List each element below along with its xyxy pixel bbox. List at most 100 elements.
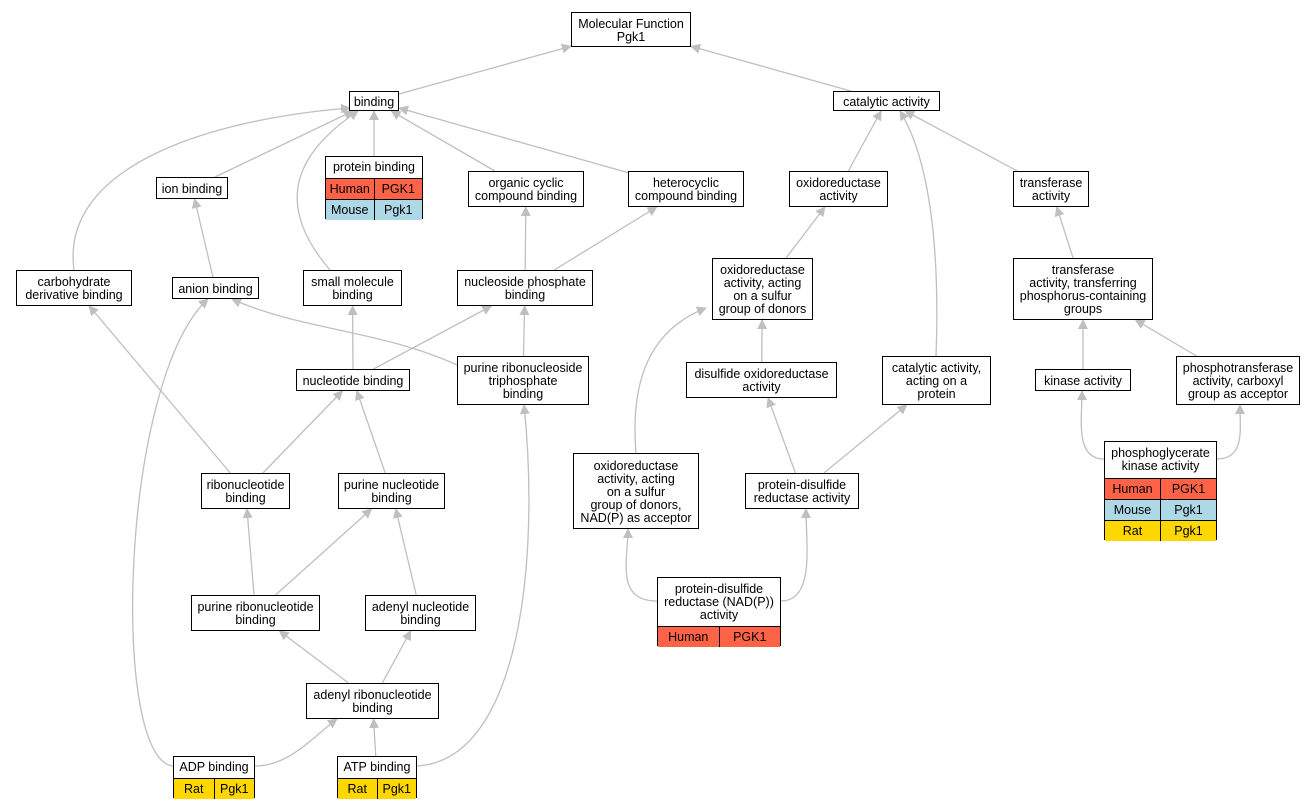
edge-transferase-to-catalytic bbox=[904, 110, 1018, 172]
node-label: kinase activity bbox=[1044, 373, 1122, 388]
node-label: carbohydrate derivative binding bbox=[25, 275, 123, 302]
node-oxido-sulfur: oxidoreductase activity, acting on a sul… bbox=[712, 258, 813, 320]
species-cell: Human bbox=[1112, 481, 1153, 496]
node-label: ribonucleotide binding bbox=[206, 478, 285, 505]
node-purine-nt: purine nucleotide binding bbox=[338, 473, 445, 509]
edge-pdi-to-disulfide-ox bbox=[766, 397, 797, 474]
node-label: heterocyclic compound binding bbox=[634, 176, 738, 203]
node-small-molecule: small molecule binding bbox=[303, 270, 402, 306]
node-label: oxidoreductase activity bbox=[796, 176, 881, 203]
gene-cell: PGK1 bbox=[718, 627, 781, 647]
edge-layer bbox=[72, 43, 1246, 767]
edge-oxidoreductase-to-catalytic bbox=[847, 110, 882, 172]
node-disulfide-ox: disulfide oxidoreductase activity bbox=[686, 362, 837, 398]
node-nucleoside-phosphate: nucleoside phosphate binding bbox=[457, 270, 593, 306]
node-carbohydrate: carbohydrate derivative binding bbox=[16, 270, 132, 306]
gene-cell: Pgk1 bbox=[1160, 500, 1216, 520]
edge-adp-to-adenyl-rnt bbox=[254, 718, 338, 767]
species-cell: Human bbox=[668, 629, 709, 644]
node-anion: anion binding bbox=[172, 277, 259, 299]
species-row: Mouse Pgk1 bbox=[1105, 499, 1216, 520]
gene-cell: PGK1 bbox=[1160, 479, 1216, 499]
edge-nucleoside-phosphate-to-organic-cyclic bbox=[520, 206, 531, 271]
node-pdi-nadp: protein-disulfide reductase (NAD(P)) act… bbox=[657, 577, 781, 647]
node-label: nucleoside phosphate binding bbox=[464, 275, 586, 302]
node-label: phosphoglycerate kinase activity bbox=[1111, 446, 1210, 473]
node-ion: ion binding bbox=[156, 177, 228, 199]
edge-purine-rnt-to-nucleoside-phosphate bbox=[519, 305, 530, 357]
species-row: Human PGK1 bbox=[1105, 478, 1216, 499]
node-label: transferase activity, transferring phosp… bbox=[1019, 263, 1147, 316]
node-label: organic cyclic compound binding bbox=[474, 176, 578, 203]
edge-phosphotransferase-to-transferase-phos bbox=[1134, 319, 1197, 357]
edge-oxido-nadp-to-oxido-sulfur bbox=[634, 306, 707, 454]
edge-pdi-to-catalytic-protein bbox=[823, 404, 908, 474]
species-cell: Rat bbox=[184, 781, 204, 796]
node-oxido-nadp: oxidoreductase activity, acting on a sul… bbox=[573, 453, 699, 529]
edge-anion-to-ion bbox=[191, 198, 214, 278]
node-label: oxidoreductase activity, acting on a sul… bbox=[718, 263, 807, 316]
species-cell: Human bbox=[329, 181, 370, 196]
node-label: Molecular Function Pgk1 bbox=[578, 16, 684, 44]
edge-adenyl-rnt-to-purine-ribonucleotide bbox=[278, 630, 349, 684]
node-label: catalytic activity, acting on a protein bbox=[891, 361, 982, 401]
node-label: oxidoreductase activity, acting on a sul… bbox=[580, 458, 692, 525]
edge-transferase-phos-to-transferase bbox=[1054, 206, 1074, 259]
edge-pgk-to-kinase bbox=[1076, 390, 1105, 460]
edge-pgk-to-phosphotransferase bbox=[1216, 404, 1246, 460]
edge-adenyl-nt-to-purine-nt bbox=[392, 508, 417, 596]
node-label: protein-disulfide reductase activity bbox=[753, 478, 851, 505]
edge-organic-cyclic-to-binding bbox=[390, 110, 496, 172]
node-label: binding bbox=[353, 94, 395, 109]
node-label: ATP binding bbox=[343, 760, 411, 774]
node-binding: binding bbox=[349, 91, 399, 111]
node-label: ADP binding bbox=[179, 760, 249, 774]
node-mf: Molecular Function Pgk1 bbox=[571, 12, 691, 47]
node-label: purine nucleotide binding bbox=[343, 478, 440, 505]
node-catalytic: catalytic activity bbox=[833, 91, 940, 111]
node-transferase: transferase activity bbox=[1013, 171, 1089, 207]
node-label: disulfide oxidoreductase activity bbox=[694, 367, 829, 394]
node-label: purine ribonucleotide binding bbox=[197, 600, 314, 627]
edge-purine-nt-to-nucleotide bbox=[355, 390, 386, 474]
node-oxidoreductase: oxidoreductase activity bbox=[789, 171, 888, 207]
edge-purine-ribonucleotide-to-purine-nt bbox=[275, 508, 373, 596]
node-label: nucleotide binding bbox=[302, 373, 404, 388]
node-label: ion binding bbox=[161, 181, 223, 196]
node-nucleotide: nucleotide binding bbox=[296, 369, 410, 391]
edge-ribonucleotide-to-nucleotide bbox=[262, 390, 344, 474]
edge-nucleoside-phosphate-to-heterocyclic bbox=[553, 206, 658, 271]
node-heterocyclic: heterocyclic compound binding bbox=[628, 171, 744, 207]
node-label: phosphotransferase activity, carboxyl gr… bbox=[1182, 361, 1294, 401]
edge-pdi-nadp-to-oxido-nadp bbox=[622, 528, 658, 602]
node-label: catalytic activity bbox=[843, 94, 930, 109]
node-label: transferase activity bbox=[1019, 176, 1083, 203]
gene-cell: Pgk1 bbox=[1160, 521, 1216, 541]
edge-ion-to-binding bbox=[214, 110, 354, 178]
edge-catalytic-protein-to-catalytic bbox=[899, 110, 938, 357]
node-label: purine ribonucleoside triphosphate bindi… bbox=[463, 361, 583, 401]
species-cell: Mouse bbox=[1113, 502, 1152, 517]
edge-catalytic-to-mf bbox=[690, 43, 851, 92]
edge-adenyl-rnt-to-adenyl-nt bbox=[381, 630, 412, 684]
node-purine-ribonucleotide: purine ribonucleotide binding bbox=[191, 595, 320, 631]
edge-nucleotide-to-nucleoside-phosphate bbox=[373, 305, 493, 370]
edge-atp-to-adenyl-rnt bbox=[369, 718, 380, 757]
edge-ribonucleotide-to-carbohydrate bbox=[88, 305, 231, 474]
species-row: Human PGK1 bbox=[658, 626, 780, 647]
node-label: adenyl nucleotide binding bbox=[371, 600, 470, 627]
node-label: protein-disulfide reductase (NAD(P)) act… bbox=[664, 581, 774, 622]
node-pdi: protein-disulfide reductase activity bbox=[745, 473, 859, 509]
edge-adp-to-anion bbox=[131, 298, 209, 767]
node-transferase-phos: transferase activity, transferring phosp… bbox=[1013, 258, 1153, 320]
edge-purine-ribonucleotide-to-ribonucleotide bbox=[242, 508, 255, 596]
edge-small-molecule-to-binding bbox=[296, 110, 359, 271]
edge-carbohydrate-to-binding bbox=[72, 103, 351, 271]
